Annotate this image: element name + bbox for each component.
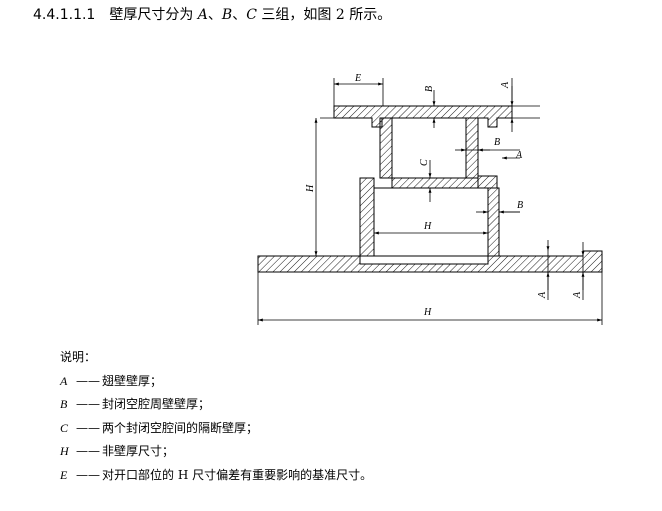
legend-text: 封闭空腔周壁壁厚； [102,397,211,412]
lower-left-wall [359,177,375,257]
lower-cavity [373,187,489,257]
legend-dash: —— [76,444,100,459]
label-h-left: H [305,184,316,193]
label-a-base-1: A [537,291,548,299]
legend-item: A ——翅壁壁厚； [60,370,372,394]
heading-text-prefix: 壁厚尺寸分为 [109,7,194,23]
legend-dash: —— [76,420,100,435]
legend-dash: —— [76,373,100,388]
label-b-top: B [424,86,435,92]
label-b-mid: B [494,137,500,148]
legend-symbol: A [60,373,68,388]
label-c: C [419,159,430,166]
lower-right-wall [487,187,500,257]
legend-text: 非壁厚尺寸； [102,444,175,459]
right-lip [477,175,498,189]
legend-text: 翅壁壁厚； [102,373,163,388]
label-e: E [354,73,361,84]
heading-text-suffix: 三组，如图 2 所示。 [261,7,392,23]
legend-symbol: C [60,420,69,435]
legend: 说明： A——翅壁壁厚； B——封闭空腔周壁壁厚； C——两个封闭空腔间的隔断壁… [60,346,372,488]
upper-right-wall [465,117,479,179]
legend-item: C ——两个封闭空腔间的隔断壁厚； [60,417,372,441]
upper-left-wall [379,117,393,179]
label-b-right: B [517,200,523,211]
center-rib [391,177,479,189]
label-h-overall: H [423,307,432,318]
legend-text: 两个封闭空腔间的隔断壁厚； [102,420,259,435]
legend-dash: —— [76,397,100,412]
legend-text: 对开口部位的 H 尺寸偏差有重要影响的基准尺寸。 [102,467,373,482]
label-a-base-2: A [572,291,583,299]
legend-symbol: H [60,444,69,459]
label-a-mid: A [515,150,523,161]
profile-cross-section-figure: E B A H B A C H B A A H [257,73,603,325]
legend-title: 说明： [60,350,97,364]
heading-sep-2: 、 [232,7,247,23]
legend-dash: —— [76,467,100,482]
label-a-top: A [500,81,511,89]
section-number: 4.4.1.1.1 [33,7,96,23]
label-h-inner: H [423,221,432,232]
heading-symbol-c: C [246,7,257,23]
upper-cavity [391,117,467,179]
heading-symbol-a: A [197,7,208,23]
legend-item: E ——对开口部位的 H 尺寸偏差有重要影响的基准尺寸。 [60,464,372,488]
legend-symbol: E [60,467,68,482]
legend-item: H ——非壁厚尺寸； [60,440,372,464]
legend-symbol: B [60,397,68,412]
heading-symbol-b: B [221,7,233,23]
legend-item: B ——封闭空腔周壁壁厚； [60,393,372,417]
heading-sep-1: 、 [207,7,222,23]
